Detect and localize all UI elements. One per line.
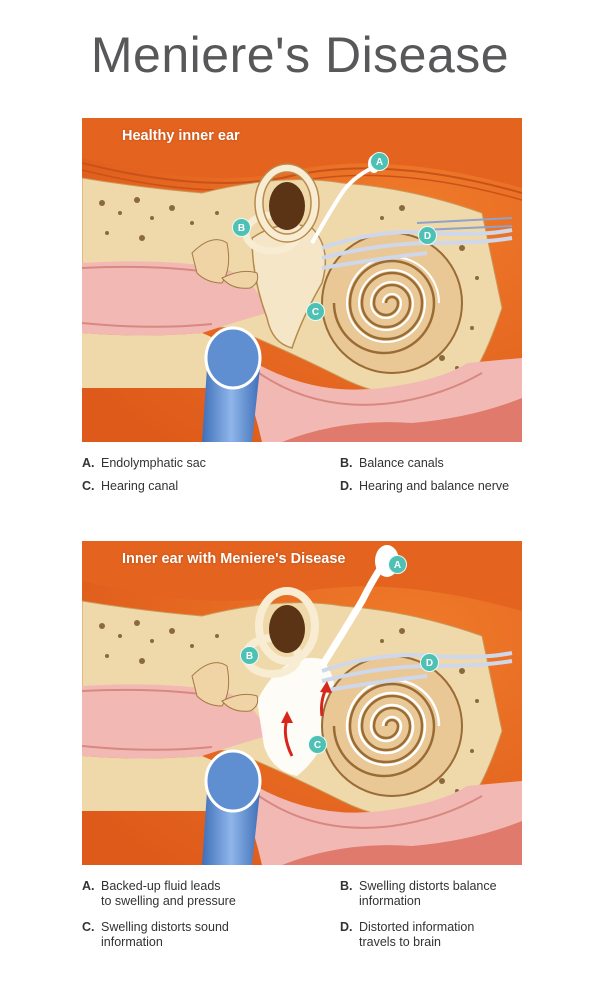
legend-item-a: A. Backed-up fluid leads to swelling and… <box>82 879 236 908</box>
panel-heading-healthy: Healthy inner ear <box>122 128 240 144</box>
healthy-ear-illustration: Healthy inner ear A B C D <box>82 118 522 442</box>
meniere-ear-artwork <box>82 541 522 865</box>
meniere-ear-illustration: Inner ear with Meniere's Disease A B C D <box>82 541 522 865</box>
legend-item-c: C. Hearing canal <box>82 479 179 493</box>
healthy-ear-artwork <box>82 118 522 442</box>
marker-b: B <box>232 218 251 237</box>
marker-b: B <box>240 646 259 665</box>
legend-item-a: A. Endolymphatic sac <box>82 456 206 470</box>
legend-meniere: A. Backed-up fluid leads to swelling and… <box>82 879 522 955</box>
marker-c: C <box>308 735 327 754</box>
marker-a: A <box>370 152 389 171</box>
legend-healthy: A. Endolymphatic sac B. Balance canals C… <box>82 456 522 501</box>
legend-item-b: B. Swelling distorts balance information <box>340 879 497 908</box>
legend-item-c: C. Swelling distorts sound information <box>82 920 229 949</box>
panel-heading-meniere: Inner ear with Meniere's Disease <box>122 551 346 567</box>
legend-item-d: D. Hearing and balance nerve <box>340 479 510 493</box>
marker-d: D <box>418 226 437 245</box>
legend-item-d: D. Distorted information travels to brai… <box>340 920 475 949</box>
page-title: Meniere's Disease <box>90 27 510 83</box>
legend-item-b: B. Balance canals <box>340 456 444 470</box>
marker-c: C <box>306 302 325 321</box>
marker-a: A <box>388 555 407 574</box>
marker-d: D <box>420 653 439 672</box>
